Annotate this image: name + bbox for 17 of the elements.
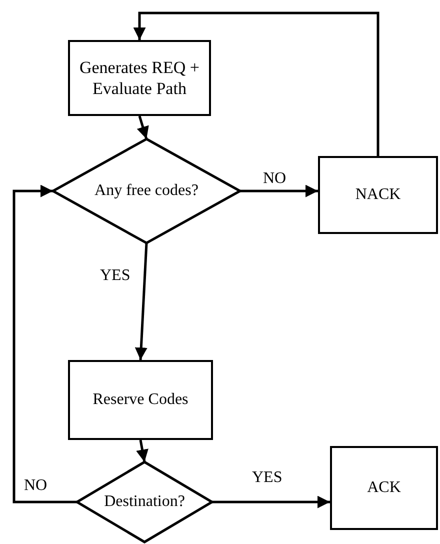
node-text: Destination? [104, 492, 185, 512]
node-text: Any free codes? [94, 181, 198, 201]
arrow [136, 116, 149, 140]
process-box [330, 446, 438, 530]
arrow [133, 12, 380, 156]
arrow [134, 242, 148, 360]
node-text: NACK [355, 185, 401, 205]
arrow [240, 184, 318, 198]
process-box [68, 40, 211, 116]
arrow [136, 440, 148, 462]
arrow [212, 496, 330, 508]
node-text: ACK [367, 478, 401, 498]
process-box [68, 360, 213, 440]
node-text: Reserve Codes [92, 390, 188, 410]
arrow [12, 184, 77, 504]
node-text: Generates REQ + Evaluate Path [78, 56, 201, 100]
process-box [318, 156, 438, 234]
